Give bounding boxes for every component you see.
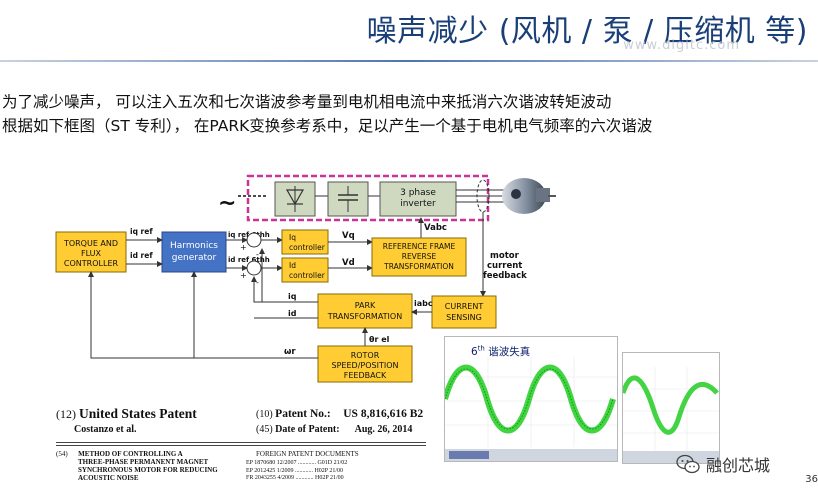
patent-excerpt: (12) United States Patent Costanzo et al… xyxy=(56,402,436,500)
title-divider xyxy=(0,60,818,62)
current-sensing-block xyxy=(431,295,497,329)
patent-number: (10) Patent No.: US 8,816,616 B2 xyxy=(256,408,424,420)
brand-watermark: 融创芯城 xyxy=(676,452,770,476)
block-diagram: ~ 3 phase inverter Vabc motor current fe… xyxy=(55,174,556,383)
torque-flux-controller-block xyxy=(55,231,127,273)
patent-date: (45) Date of Patent: Aug. 26, 2014 xyxy=(256,424,413,435)
patent-method: (54) METHOD OF CONTROLLING A THREE-PHASE… xyxy=(56,450,218,482)
ac-source-symbol: ~ xyxy=(218,191,236,216)
svg-text:-: - xyxy=(256,250,259,259)
svg-text:SENSING: SENSING xyxy=(446,313,482,322)
patent-divider xyxy=(56,442,426,443)
wechat-icon xyxy=(676,454,700,474)
brand-name: 融创芯城 xyxy=(706,456,771,475)
paragraph-1: 为了减少噪声， 可以注入五次和七次谐波参考量到电机相电流中来抵消六次谐波转矩波动 xyxy=(2,93,612,111)
vd-label: Vd xyxy=(342,258,355,268)
iq-feedback-label: iq xyxy=(288,292,297,301)
oscilloscope-screenshot-2 xyxy=(622,352,720,464)
table-row: EP 2012425 1/2009 ............ H02P 21/0… xyxy=(246,467,344,474)
motor-feedback-label-1: motor xyxy=(490,251,520,261)
svg-text:Id: Id xyxy=(289,261,296,270)
power-stage-box xyxy=(246,174,490,222)
motor-feedback-label-3: feedback xyxy=(483,271,527,281)
patent-authors: Costanzo et al. xyxy=(74,424,137,435)
svg-text:-: - xyxy=(256,278,259,287)
torque-label-3: CONTROLLER xyxy=(64,259,119,268)
svg-text:SPEED/POSITION: SPEED/POSITION xyxy=(332,361,399,370)
inverter-label-2: inverter xyxy=(400,199,436,209)
harmonics-label-2: generator xyxy=(172,253,217,263)
paragraph-2: 根据如下框图（ST 专利）， 在PARK变换参考系中，足以产生一个基于电机电气频… xyxy=(2,117,653,135)
park-block xyxy=(317,293,413,329)
torque-label-1: TORQUE AND xyxy=(63,239,118,248)
motor-image xyxy=(502,178,556,214)
iq-sum-junction xyxy=(246,232,262,248)
inverter-block xyxy=(379,181,457,217)
id-controller-block xyxy=(281,257,329,283)
foreign-patents-heading: FOREIGN PATENT DOCUMENTS xyxy=(256,450,359,458)
omega-label: ωr xyxy=(284,347,296,357)
table-row: EP 1870680 12/2007 ............ G01D 21/… xyxy=(246,460,348,466)
theta-label: θr el xyxy=(369,335,390,344)
body-text: 为了减少噪声， 可以注入五次和七次谐波参考量到电机相电流中来抵消六次谐波转矩波动… xyxy=(2,90,762,138)
svg-text:Iq: Iq xyxy=(289,233,296,242)
svg-text:PARK: PARK xyxy=(355,301,376,310)
svg-text:REFERENCE FRAME: REFERENCE FRAME xyxy=(383,242,456,251)
iq-controller-block xyxy=(281,229,329,255)
id-ref-6th-label: id ref 6thh xyxy=(228,256,270,264)
svg-text:CURRENT: CURRENT xyxy=(445,302,484,311)
svg-text:FEEDBACK: FEEDBACK xyxy=(344,371,387,380)
reverse-park-block xyxy=(371,237,467,277)
rotor-feedback-block xyxy=(317,345,413,383)
page-number: 36 xyxy=(805,474,818,485)
inverter-label-1: 3 phase xyxy=(400,188,436,198)
id-sum-junction xyxy=(246,260,262,276)
page-title: 噪声减少 (风机 / 泵 / 压缩机 等) xyxy=(366,14,808,49)
svg-text:REVERSE: REVERSE xyxy=(402,252,437,261)
patent-title: (12) United States Patent xyxy=(56,406,197,421)
harmonics-label-1: Harmonics xyxy=(170,241,218,251)
harmonic-distortion-label: 6th 谐波失真 xyxy=(471,344,531,359)
svg-text:TRANSFORMATION: TRANSFORMATION xyxy=(383,262,454,271)
watermark: www.digitc.com xyxy=(623,38,740,53)
svg-text:+: + xyxy=(240,243,247,252)
motor-feedback-label-2: current xyxy=(487,261,522,271)
oscilloscope-screenshot-1: 6th 谐波失真 xyxy=(444,336,618,462)
vq-label: Vq xyxy=(342,231,355,241)
vabc-label: Vabc xyxy=(424,223,447,233)
foreign-patents-table: EP 1870680 12/2007 ............ G01D 21/… xyxy=(246,460,347,483)
table-row: FR 2043255 4/2009 ............ H02P 21/0… xyxy=(246,475,344,481)
harmonics-generator-block xyxy=(161,231,227,273)
id-ref-label: id ref xyxy=(130,251,153,260)
iabc-label: iabc xyxy=(414,299,433,308)
svg-text:+: + xyxy=(240,271,247,280)
waveform-2 xyxy=(623,367,719,463)
id-feedback-label: id xyxy=(288,309,297,318)
iq-ref-label: iq ref xyxy=(130,227,153,236)
patent-divider xyxy=(56,445,426,446)
svg-text:TRANSFORMATION: TRANSFORMATION xyxy=(327,312,402,321)
waveform-1 xyxy=(445,357,617,461)
svg-text:controller: controller xyxy=(289,243,326,252)
svg-text:controller: controller xyxy=(289,271,326,280)
svg-text:ROTOR: ROTOR xyxy=(351,351,380,360)
torque-label-2: FLUX xyxy=(81,249,102,258)
